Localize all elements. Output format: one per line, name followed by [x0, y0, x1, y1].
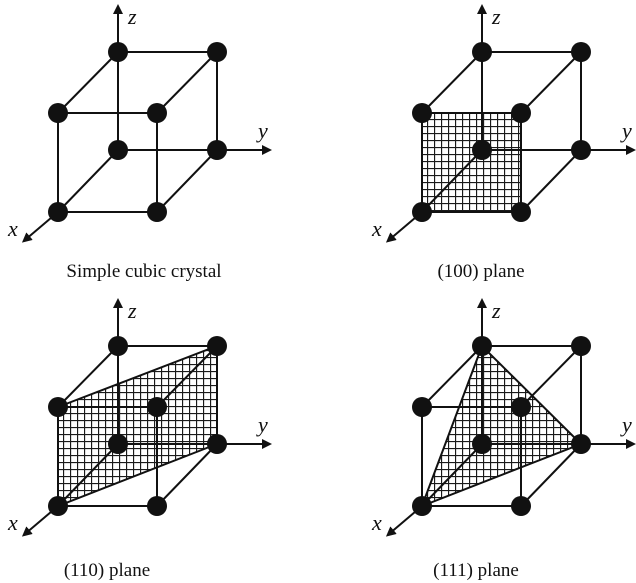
panel-caption: (110) plane — [64, 560, 150, 581]
atom — [207, 336, 227, 356]
atom — [108, 42, 128, 62]
panel-111-plane: z y x (111) plane — [371, 298, 636, 581]
panel-caption: (111) plane — [433, 560, 519, 581]
atom — [571, 42, 591, 62]
y-axis-label: y — [620, 412, 632, 437]
atom — [472, 336, 492, 356]
atom — [511, 397, 531, 417]
panel-caption: Simple cubic crystal — [66, 261, 221, 282]
atom — [472, 42, 492, 62]
panel-110-plane: z y x (110) plane — [7, 298, 272, 581]
atom — [147, 496, 167, 516]
atom — [412, 202, 432, 222]
atom — [48, 202, 68, 222]
x-axis-label: x — [7, 216, 18, 241]
panel-simple-cubic: z y x Simple cubic crystal — [7, 4, 272, 282]
atom — [207, 42, 227, 62]
atom — [571, 140, 591, 160]
atom — [412, 397, 432, 417]
atom — [571, 434, 591, 454]
lattice-atoms — [412, 42, 591, 222]
atom — [511, 202, 531, 222]
x-axis-label: x — [371, 216, 382, 241]
y-axis-label: y — [620, 118, 632, 143]
atom — [511, 496, 531, 516]
atom — [108, 434, 128, 454]
atom — [472, 434, 492, 454]
x-axis-label: x — [371, 510, 382, 535]
atom — [412, 103, 432, 123]
atom — [412, 496, 432, 516]
lattice-atoms — [48, 336, 227, 516]
atom — [48, 496, 68, 516]
atom — [207, 140, 227, 160]
panel-100-plane: z y x (100) plane — [371, 4, 636, 282]
z-axis-label: z — [127, 298, 137, 323]
atom — [147, 202, 167, 222]
atom — [472, 140, 492, 160]
y-axis-label: y — [256, 118, 268, 143]
atom — [147, 397, 167, 417]
atom — [48, 397, 68, 417]
cube-edges — [57, 51, 218, 213]
x-axis-label: x — [7, 510, 18, 535]
atom — [571, 336, 591, 356]
panel-caption: (100) plane — [437, 261, 524, 282]
lattice-atoms — [412, 336, 591, 516]
atom — [48, 103, 68, 123]
atom — [108, 140, 128, 160]
z-axis-label: z — [491, 4, 501, 29]
atom — [147, 103, 167, 123]
atom — [511, 103, 531, 123]
z-axis-label: z — [491, 298, 501, 323]
atom — [207, 434, 227, 454]
y-axis-label: y — [256, 412, 268, 437]
lattice-atoms — [48, 42, 227, 222]
atom — [108, 336, 128, 356]
z-axis-label: z — [127, 4, 137, 29]
